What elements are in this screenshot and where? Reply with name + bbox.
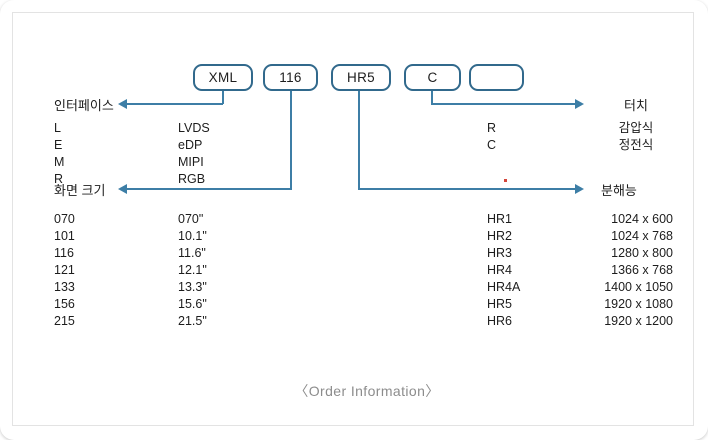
screen-size-value-list: 070" 10.1" 11.6" 12.1" 13.3" 15.6" 21.5"	[178, 211, 207, 330]
list-item: HR3	[487, 246, 513, 260]
interface-value-list: LVDS eDP MIPI RGB	[178, 120, 210, 188]
list-item: 1366 x 768	[611, 263, 673, 277]
list-item: 1400 x 1050	[604, 280, 673, 294]
group-label-touch: 터치	[624, 98, 648, 113]
list-item: 정전식	[618, 138, 654, 152]
connector-resolution-horizontal	[358, 188, 575, 190]
list-item: 1024 x 600	[611, 212, 673, 226]
list-item: HR4	[487, 263, 513, 277]
code-box-screen-size-value: 116	[279, 70, 302, 85]
list-item: 15.6"	[178, 297, 207, 311]
red-dot-marker	[504, 179, 507, 182]
diagram-frame: XML 116 HR5 C 인터페이스	[12, 12, 694, 426]
list-item: 121	[54, 263, 75, 277]
code-box-touch-value: C	[427, 70, 438, 85]
list-item: HR5	[487, 297, 513, 311]
connector-resolution-vertical	[358, 91, 360, 189]
list-item: 070"	[178, 212, 204, 226]
list-item: 156	[54, 297, 75, 311]
connector-touch-vertical	[431, 91, 433, 104]
diagram-caption: 〈Order Information〉	[294, 383, 440, 399]
touch-value-list: 감압식 정전식	[601, 120, 671, 154]
list-item: 10.1"	[178, 229, 207, 243]
resolution-code-list: HR1 HR2 HR3 HR4 HR4A HR5 HR6	[487, 211, 520, 330]
connector-touch-horizontal	[431, 103, 575, 105]
list-item: 133	[54, 280, 75, 294]
list-item: 1920 x 1080	[604, 297, 673, 311]
list-item: 감압식	[618, 121, 654, 135]
list-item: R	[54, 172, 64, 186]
code-box-interface[interactable]: XML	[193, 64, 253, 91]
code-box-blank[interactable]	[469, 64, 524, 91]
interface-code-list: L E M R	[54, 120, 64, 188]
list-item: HR6	[487, 314, 513, 328]
list-item: 116	[54, 246, 74, 260]
list-item: HR1	[487, 212, 513, 226]
list-item: RGB	[178, 172, 206, 186]
list-item: L	[54, 121, 61, 135]
code-box-resolution[interactable]: HR5	[331, 64, 391, 91]
arrow-screen-size-icon	[118, 184, 127, 194]
list-item: 215	[54, 314, 75, 328]
list-item: C	[487, 138, 497, 152]
list-item: 12.1"	[178, 263, 207, 277]
code-box-screen-size[interactable]: 116	[263, 64, 318, 91]
list-item: eDP	[178, 138, 203, 152]
code-box-touch[interactable]: C	[404, 64, 461, 91]
code-box-resolution-value: HR5	[347, 70, 375, 85]
list-item: 13.3"	[178, 280, 207, 294]
connector-screen-size-horizontal	[127, 188, 292, 190]
arrow-interface-icon	[118, 99, 127, 109]
list-item: HR2	[487, 229, 513, 243]
code-box-interface-value: XML	[208, 70, 238, 85]
connector-interface-vertical	[222, 91, 224, 104]
list-item: LVDS	[178, 121, 210, 135]
list-item: 1920 x 1200	[604, 314, 673, 328]
list-item: MIPI	[178, 155, 204, 169]
list-item: 21.5"	[178, 314, 207, 328]
group-label-screen-size: 화면 크기	[54, 183, 106, 198]
list-item: 11.6"	[178, 246, 206, 260]
list-item: 1280 x 800	[611, 246, 673, 260]
list-item: E	[54, 138, 63, 152]
connector-interface-horizontal	[127, 103, 223, 105]
list-item: 101	[54, 229, 75, 243]
screen-size-code-list: 070 101 116 121 133 156 215	[54, 211, 75, 330]
connector-screen-size-vertical	[290, 91, 292, 189]
list-item: M	[54, 155, 65, 169]
group-label-interface: 인터페이스	[54, 98, 114, 113]
arrow-resolution-icon	[575, 184, 584, 194]
list-item: R	[487, 121, 497, 135]
list-item: 1024 x 768	[611, 229, 673, 243]
group-label-resolution: 분해능	[601, 183, 637, 198]
resolution-value-list: 1024 x 600 1024 x 768 1280 x 800 1366 x …	[568, 211, 673, 330]
list-item: HR4A	[487, 280, 521, 294]
list-item: 070	[54, 212, 75, 226]
arrow-touch-icon	[575, 99, 584, 109]
touch-code-list: R C	[487, 120, 496, 154]
